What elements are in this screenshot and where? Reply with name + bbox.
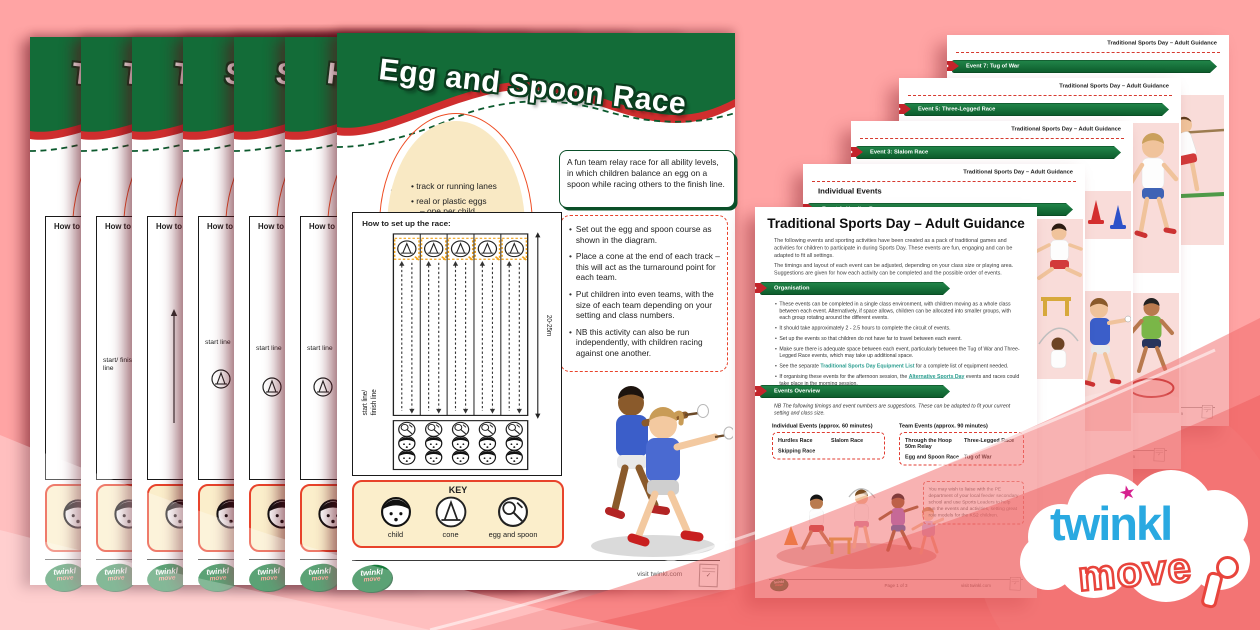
tip-box: You may wish to liaise with the PE depar… [923,481,1024,525]
event-name: Skipping Race [778,448,816,454]
event-name: Three-Legged Race [964,437,1015,444]
twinkl-quality-badge: ✓ [1201,404,1213,419]
dashed-divider [860,138,1124,139]
cone-icon [313,377,333,397]
dashed-divider [956,52,1220,53]
events-overview-banner: Events Overview [755,385,950,397]
visit-twinkl-link: visit twinkl.com [960,583,991,588]
twinkl-move-splat-logo: twinkl move [197,562,239,593]
organisation-banner: Organisation [755,282,950,294]
page-header: Traditional Sports Day – Adult Guidance [1059,83,1169,89]
page-title: Traditional Sports Day – Adult Guidance [767,216,1025,231]
twinkl-move-splat-logo: twinkl move [95,562,137,593]
cone-icon [211,369,231,389]
material-item: track or running lanes [411,181,531,191]
svg-text:start line/ finish l: start line/ finish line [362,388,379,415]
banner-chevron-icon [755,283,767,293]
visit-twinkl-link: visit twinkl.com [637,571,683,578]
bullet-item: Make sure there is adequate space betwee… [775,346,1022,360]
start-line-label: start line [307,345,333,352]
logo-word-twinkl: twinkl [1050,497,1173,550]
event-banner: Event 5: Three-Legged Race [899,103,1169,115]
key-box: KEY child cone egg and spoon [352,480,564,548]
figure-skipper [848,488,876,549]
intro-paragraph: The following events and sporting activi… [774,237,1013,259]
start-line-label: start line [256,345,282,352]
setup-diagram-box: How to set up the race: [352,212,562,476]
footer-rule [352,560,720,561]
event-banner: Event 3: Slalom Race [851,146,1121,158]
key-item-egg-and-spoon: egg and spoon [489,496,537,539]
dashed-divider [812,181,1076,182]
race-setup-diagram: How to set up the race: [362,220,552,471]
dashed-divider [908,95,1172,96]
hurdler-illustration [1034,219,1083,379]
organisation-bullets: These events can be completed in a singl… [775,301,1022,391]
key-item-cone: cone [434,496,468,539]
page-header: Traditional Sports Day – Adult Guidance [1107,40,1217,46]
team-events-column: Team Events (approx. 90 minutes) Through… [899,423,1024,466]
bullet-item: These events can be completed in a singl… [775,301,1022,322]
intro-paragraph: The timings and layout of each event can… [774,262,1014,276]
section-heading: Individual Events [818,187,882,196]
sports-day-illustration [776,488,944,569]
bullet-item: It should take approximately 2 - 2.5 hou… [775,325,1022,332]
event-name: Through the Hoop 50m Relay [905,437,952,450]
cone-icon [435,496,466,528]
start-line-label: start line [205,339,231,346]
start-line-label: start/ finish line [103,357,136,372]
instruction-item: Place a cone at the end of each track – … [569,251,721,283]
page-number: Page 1 of 3 [884,583,908,588]
activity-description: A fun team relay race for all ability le… [559,150,735,208]
alternative-sports-day-link[interactable]: Alternative Sports Day [908,373,965,380]
events-note: NB The following timings and event numbe… [774,403,1011,417]
svg-text:20-25m: 20-25m [545,315,552,337]
twinkl-quality-badge: ✓ [698,563,719,588]
children-racing-illustration [591,386,733,557]
team-events-heading: Team Events (approx. 90 minutes) [899,423,988,429]
bullet-item: Set up the events so that children do no… [775,335,1022,342]
individual-events-column: Individual Events (approx. 60 minutes) H… [772,423,885,460]
egg-and-spoon-icon [498,497,529,527]
footer-rule [769,579,1023,580]
twinkl-move-splat-logo: twinkl move [351,563,393,594]
banner-chevron-icon [947,61,959,71]
event-name: Tug of War [964,454,992,460]
equipment-list-link[interactable]: Traditional Sports Day Equipment List [820,363,915,370]
logo-word-move: move [1075,542,1195,601]
cone-icon [262,377,282,397]
individual-events-box: Hurdles Race Slalom Race Skipping Race [772,432,885,460]
guidance-page-main: Traditional Sports Day – Adult Guidance … [755,207,1037,598]
bullet-item-equipment-list: See the separate Traditional Sports Day … [775,363,1022,370]
banner-chevron-icon [851,147,863,157]
twinkl-move-splat-logo: twinkl move [299,562,341,593]
individual-events-heading: Individual Events (approx. 60 minutes) [772,423,873,429]
event-name: Egg and Spoon Race [905,454,959,460]
instruction-item: NB this activity can also be run indepen… [569,327,721,359]
twinkl-move-splat-logo: twinkl move [248,562,290,593]
instruction-item: Set out the egg and spoon course as show… [569,224,721,245]
instructions-box: Set out the egg and spoon course as show… [560,215,728,372]
event-name: Hurdles Race [778,437,813,444]
twinkl-move-logo: twinkl ★ move [1020,460,1258,628]
banner-chevron-icon [899,104,911,114]
key-item-child: child [379,496,413,539]
instruction-item: Put children into even teams, with the s… [569,289,721,321]
key-title: KEY [448,485,468,495]
runner-illustration [1127,123,1179,273]
material-item: real or plastic eggs– one per child [411,196,531,217]
twinkl-move-splat-logo: twinkl move [44,562,86,593]
figure-runner [878,493,919,552]
svg-text:How to set up the race:: How to set up the race: [362,220,451,228]
event-name: Slalom Race [831,437,864,444]
team-events-box: Through the Hoop 50m Relay Three-Legged … [899,432,1024,466]
page-header: Traditional Sports Day – Adult Guidance [963,169,1073,175]
activity-card-egg-and-spoon-race: Egg and Spoon Race You will need: track … [337,33,735,594]
event-banner: Event 7: Tug of War [947,60,1217,72]
lane-arrow [170,309,178,423]
child-face-icon [380,497,411,527]
slalom-cones-illustration [1082,191,1131,239]
twinkl-move-splat-logo: twinkl move [146,562,188,593]
page-header: Traditional Sports Day – Adult Guidance [1011,126,1121,132]
